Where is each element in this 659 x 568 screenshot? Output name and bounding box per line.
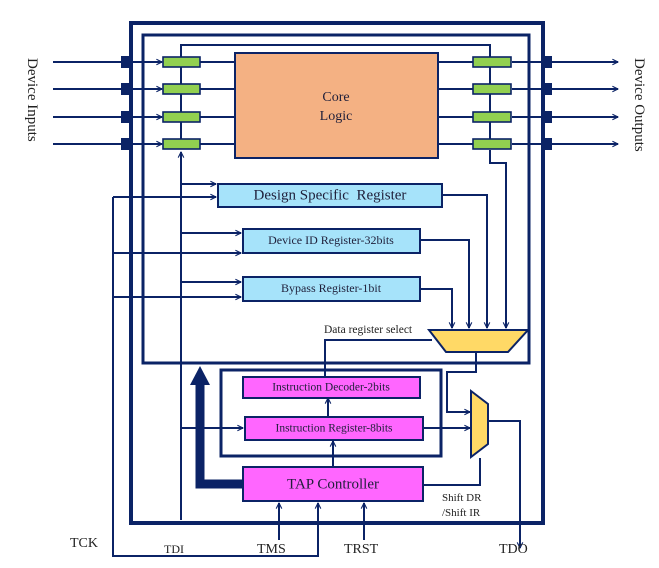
core-logic-box bbox=[234, 52, 439, 159]
input-pads bbox=[121, 56, 131, 150]
tdi-label: TDI bbox=[164, 542, 184, 556]
tap-controller-label: TAP Controller bbox=[287, 476, 379, 492]
instruction-register bbox=[244, 416, 424, 441]
device-inputs-label: Device Inputs bbox=[24, 58, 40, 142]
input-boundary-cells bbox=[162, 56, 201, 150]
instruction-decoder-label: Instruction Decoder-2bits bbox=[272, 382, 390, 394]
device-input-lines bbox=[53, 62, 162, 144]
bsr-cell bbox=[162, 111, 201, 123]
tap-control-bus bbox=[195, 384, 243, 489]
chip-outer-frame bbox=[129, 21, 545, 525]
scan-chain-top bbox=[180, 44, 491, 62]
bsr-cell bbox=[162, 83, 201, 95]
tms-label: TMS bbox=[257, 542, 286, 557]
device-id-register bbox=[242, 228, 421, 254]
bsr-cell bbox=[472, 111, 512, 123]
bsr-cell bbox=[162, 138, 201, 150]
device-id-register-label: Device ID Register-32bits bbox=[268, 233, 394, 247]
design-specific-register-label: Design Specific Register bbox=[254, 187, 407, 203]
data-register-mux bbox=[426, 329, 531, 353]
design-specific-register bbox=[217, 183, 443, 208]
bypass-register bbox=[242, 276, 421, 302]
output-mux bbox=[470, 388, 489, 460]
chip-inner-frame bbox=[141, 33, 531, 365]
bsr-cell bbox=[472, 56, 512, 68]
tdo-line bbox=[488, 420, 520, 548]
data-register-select-label: Data register select bbox=[324, 324, 413, 336]
bypass-register-label: Bypass Register-1bit bbox=[281, 281, 382, 295]
instruction-register-label: Instruction Register-8bits bbox=[276, 423, 394, 435]
trst-label: TRST bbox=[344, 542, 379, 557]
instruction-frame bbox=[219, 368, 443, 458]
output-boundary-cells bbox=[472, 56, 512, 150]
tck-line bbox=[112, 197, 318, 557]
tap-control-arrowhead bbox=[190, 366, 210, 385]
device-outputs-label: Device Outputs bbox=[631, 58, 647, 152]
output-pads bbox=[542, 56, 552, 150]
shift-ir-label: /Shift IR bbox=[442, 507, 481, 519]
tdo-label: TDO bbox=[499, 542, 528, 557]
tck-label: TCK bbox=[70, 536, 98, 551]
device-output-lines bbox=[512, 62, 618, 144]
shift-dr-label: Shift DR bbox=[442, 492, 482, 504]
tap-controller bbox=[242, 466, 424, 502]
instruction-decoder bbox=[242, 376, 421, 399]
core-logic-label-1: Core bbox=[322, 90, 349, 105]
bsr-cell bbox=[472, 83, 512, 95]
core-logic-label-2: Logic bbox=[320, 109, 353, 124]
bsr-cell bbox=[162, 56, 201, 68]
bsr-cell bbox=[472, 138, 512, 150]
